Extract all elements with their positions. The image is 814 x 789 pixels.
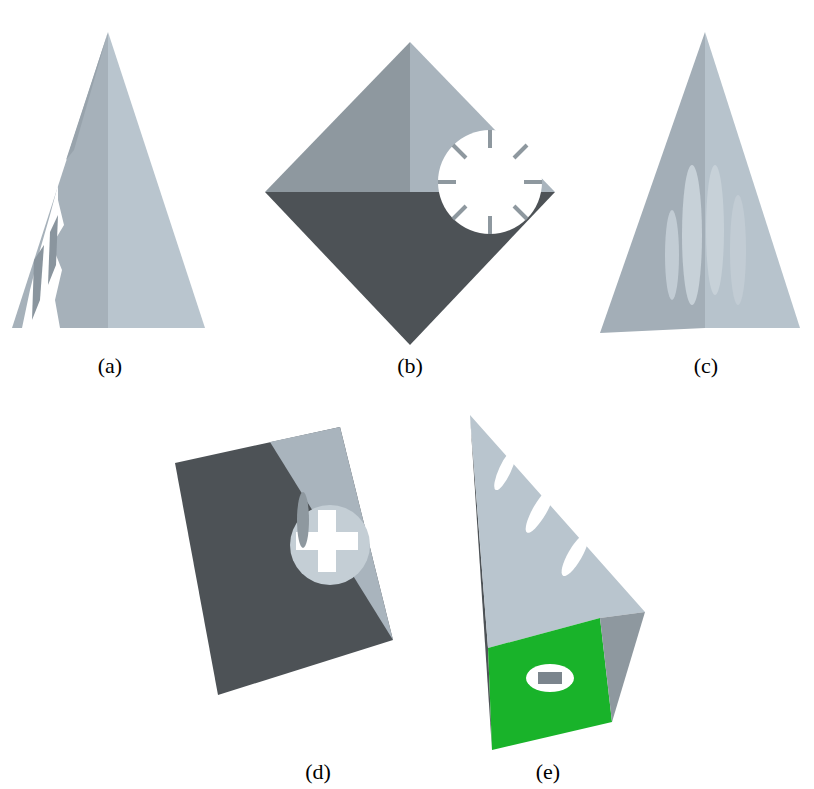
panel-label: (d) xyxy=(305,759,331,785)
pyramid-view-d xyxy=(175,427,393,695)
pyramid-view-c xyxy=(600,32,800,333)
pyramid-view-b xyxy=(265,42,555,345)
panel-label: (b) xyxy=(397,353,423,379)
pyramid-view-a xyxy=(12,32,205,328)
panel-label: (c) xyxy=(694,353,718,379)
pyramid-view-e xyxy=(470,415,645,750)
panel-label: (e) xyxy=(536,759,560,785)
panel-label: (a) xyxy=(98,353,122,379)
